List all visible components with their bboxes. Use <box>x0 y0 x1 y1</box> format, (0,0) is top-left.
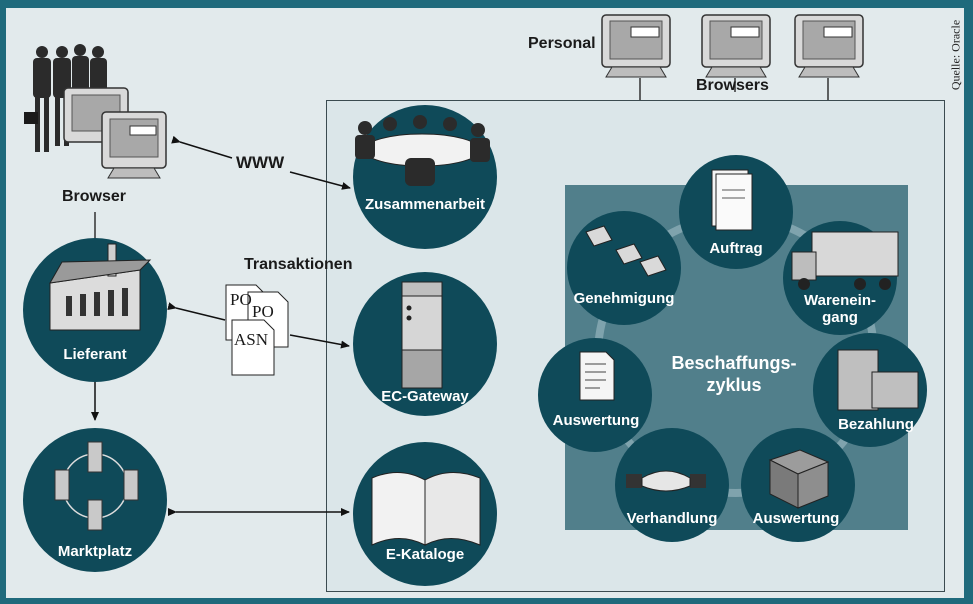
collaboration-label: Zusammenarbeit <box>364 196 486 213</box>
cycle-title-line2: zyklus <box>706 375 762 395</box>
marketplace-label: Marktplatz <box>57 543 133 560</box>
catalog-book-icon <box>371 472 481 546</box>
money-stacks-icon <box>837 349 919 411</box>
factory-icon <box>49 243 152 331</box>
ec-gateway-label: EC-Gateway <box>381 388 469 405</box>
goods-receipt-label-line1: Warenein- <box>804 292 876 309</box>
truck-icon <box>791 231 899 290</box>
source-credit-text: Quelle: Oracle <box>948 19 963 91</box>
browser-monitor-icon <box>63 87 167 179</box>
cycle-title-line1: Beschaffungs- <box>671 353 797 373</box>
doc-po-2: PO <box>252 302 274 321</box>
report-document-icon <box>579 351 615 401</box>
server-tower-icon <box>401 281 443 389</box>
order-label: Auftrag <box>709 240 763 257</box>
payment-label: Bezahlung <box>838 416 914 433</box>
evaluation-label-2: Auswertung <box>752 510 840 527</box>
www-label: WWW <box>236 153 285 172</box>
transaction-documents-icon <box>225 284 289 376</box>
browsers-label: Browsers <box>696 77 769 94</box>
goods-receipt-label: Warenein- gang <box>804 292 876 326</box>
goods-receipt-label-line2: gang <box>822 309 858 326</box>
www-arrow-right <box>289 171 351 190</box>
personal-label: Personal <box>528 35 596 52</box>
source-credit: Quelle: Oracle <box>948 10 964 100</box>
doc-po-1: PO <box>230 290 252 309</box>
cube-icon <box>768 449 830 509</box>
transactions-arrow-left <box>167 302 226 321</box>
evaluation-label-1: Auswertung <box>552 412 640 429</box>
procurement-cycle-title: Beschaffungs- zyklus <box>664 352 804 396</box>
personal-monitor-icon-3 <box>794 14 864 78</box>
personal-monitor-icon-1 <box>601 14 671 78</box>
server-icons <box>54 441 139 531</box>
personal-monitor-icon-2 <box>701 14 771 78</box>
www-arrow-left <box>171 135 233 159</box>
browser-label: Browser <box>62 188 127 205</box>
transactions-label: Transaktionen <box>244 256 353 273</box>
supplier-label: Lieferant <box>63 346 127 363</box>
negotiation-label: Verhandlung <box>626 510 718 527</box>
order-documents-icon <box>711 169 753 231</box>
meeting-icon <box>355 115 490 186</box>
approval-label: Genehmigung <box>573 290 675 307</box>
doc-asn: ASN <box>234 330 269 349</box>
handshake-icon <box>626 470 706 492</box>
transactions-arrow-right <box>289 334 350 349</box>
catalogs-label: E-Kataloge <box>385 546 465 563</box>
approval-tiles-icon <box>585 225 667 277</box>
